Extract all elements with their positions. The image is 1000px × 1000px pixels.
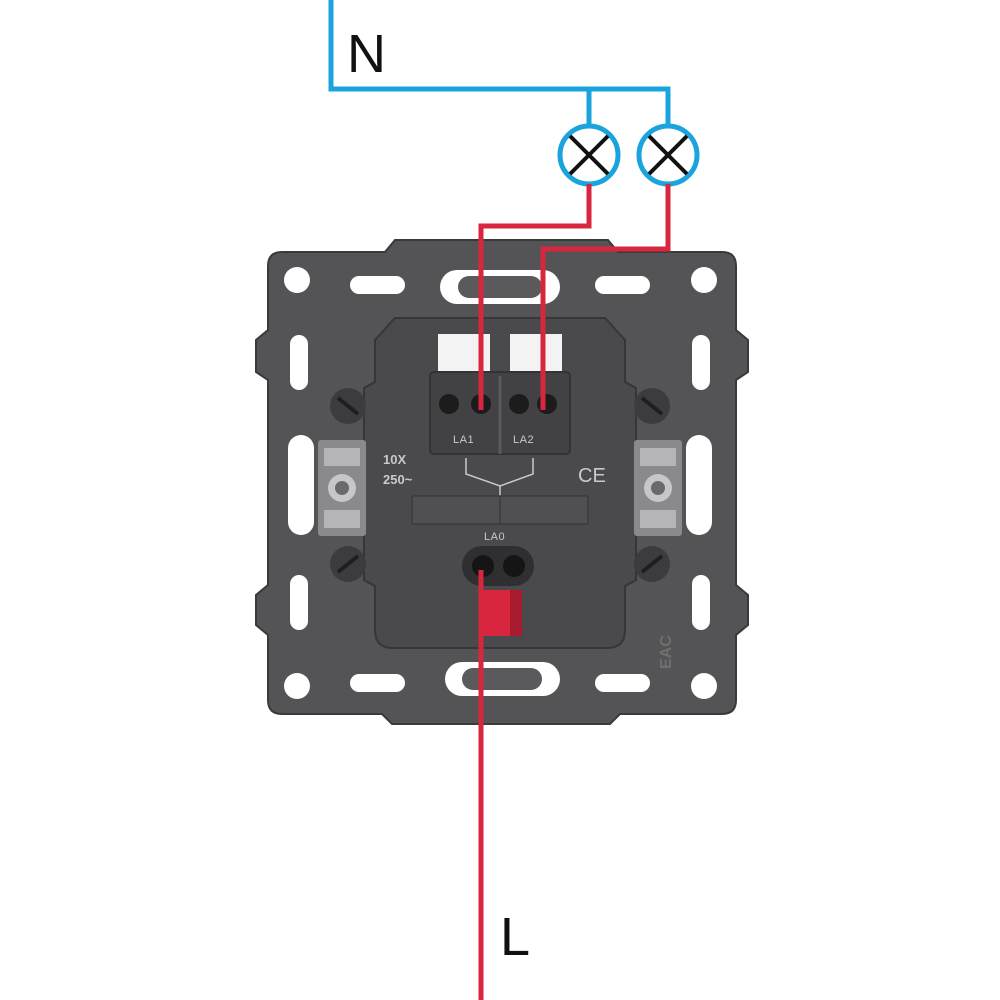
corner-hole-tl <box>284 267 310 293</box>
slot-right-upper <box>692 335 710 390</box>
corner-hole-tr <box>691 267 717 293</box>
slot-right-mid <box>686 435 712 535</box>
slot-left-upper <box>290 335 308 390</box>
switched-wire-la2 <box>540 184 671 410</box>
screw-slot <box>640 396 664 416</box>
claw-mount-left <box>318 440 366 536</box>
terminal-hole <box>503 555 525 577</box>
screw-slot <box>336 396 360 416</box>
rating-voltage: 250~ <box>383 472 413 487</box>
live-wires <box>478 184 671 1000</box>
slot-left-mid <box>288 435 314 535</box>
terminal-block-bottom <box>462 546 534 636</box>
switch-mechanism: LA1 LA2 10X 250~ CE LA0 EAC <box>255 239 749 725</box>
terminal-label-la0: LA0 <box>484 531 505 543</box>
corner-hole-br <box>691 673 717 699</box>
lamp-1 <box>557 123 621 187</box>
terminal-hole <box>537 394 557 414</box>
slot-bottom-right <box>595 674 650 692</box>
screw-slot <box>640 554 664 574</box>
switched-wire-la1 <box>478 184 592 410</box>
corner-hole-bl <box>284 673 310 699</box>
slot-top-right <box>595 276 650 294</box>
lamp-2 <box>636 123 700 187</box>
neutral-wire <box>328 0 671 126</box>
claw-mount-right <box>634 440 682 536</box>
slot-top-left <box>350 276 405 294</box>
ce-mark: CE <box>578 465 606 487</box>
neutral-main <box>328 0 671 126</box>
live-label: L <box>500 907 530 967</box>
slot-bottom-left <box>350 674 405 692</box>
neutral-label: N <box>347 24 386 84</box>
terminal-hole <box>439 394 459 414</box>
screw-slot <box>336 554 360 574</box>
eac-mark: EAC <box>658 635 675 669</box>
slot-right-lower <box>692 575 710 630</box>
slot-top-center-inner <box>458 276 542 298</box>
terminal-hole <box>509 394 529 414</box>
slot-bottom-center-inner <box>462 668 542 690</box>
switch-symbol <box>465 458 534 496</box>
terminal-label-la2: LA2 <box>513 434 534 446</box>
rating-current: 10X <box>383 452 406 467</box>
terminal-label-la1: LA1 <box>453 434 474 446</box>
slot-left-lower <box>290 575 308 630</box>
terminal-hole <box>472 555 494 577</box>
